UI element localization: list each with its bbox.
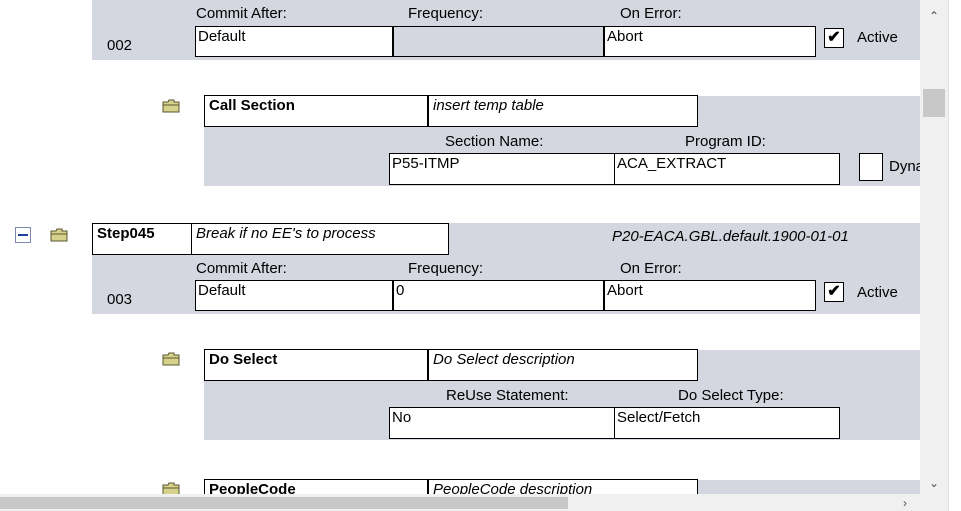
dynamic-checkbox[interactable] xyxy=(859,153,883,181)
commit-after-label: Commit After: xyxy=(196,5,287,22)
active-checkbox[interactable]: ✔ xyxy=(824,282,844,302)
action-description-field[interactable]: Do Select description xyxy=(428,349,698,381)
frequency-label: Frequency: xyxy=(408,260,484,277)
window-edge xyxy=(948,0,961,511)
active-label: Active xyxy=(857,29,898,46)
reuse-statement-label: ReUse Statement: xyxy=(446,387,569,404)
folder-icon xyxy=(162,99,180,113)
folder-icon xyxy=(162,482,180,494)
active-checkbox[interactable]: ✔ xyxy=(824,28,844,48)
step-sequence: 003 xyxy=(107,291,133,308)
reuse-statement-field[interactable]: No xyxy=(389,407,615,439)
program-flow-view: Commit After: Frequency: On Error: 002 D… xyxy=(15,0,920,494)
step-description-field[interactable]: Break if no EE's to process xyxy=(191,223,449,255)
on-error-label: On Error: xyxy=(620,260,682,277)
do-select-type-field[interactable]: Select/Fetch xyxy=(614,407,840,439)
folder-icon xyxy=(162,352,180,366)
active-label: Active xyxy=(857,284,898,301)
scroll-up-icon[interactable]: ⌃ xyxy=(929,9,940,23)
on-error-field[interactable]: Abort xyxy=(604,26,816,57)
vertical-scrollbar-thumb[interactable] xyxy=(923,89,945,117)
section-name-label: Section Name: xyxy=(445,133,544,150)
scroll-right-icon[interactable]: › xyxy=(903,496,907,510)
commit-after-field[interactable]: Default xyxy=(195,26,393,57)
program-id-field[interactable]: ACA_EXTRACT xyxy=(614,153,840,185)
dynamic-label: Dyna xyxy=(889,158,920,175)
action-description-field[interactable]: PeopleCode description xyxy=(428,479,698,494)
scrollbar-corner xyxy=(920,494,948,511)
on-error-field[interactable]: Abort xyxy=(604,280,816,311)
on-error-label: On Error: xyxy=(620,5,682,22)
frequency-field[interactable] xyxy=(393,26,604,57)
action-type-field[interactable]: Call Section xyxy=(204,95,428,127)
commit-after-label: Commit After: xyxy=(196,260,287,277)
minus-icon[interactable] xyxy=(15,227,31,243)
frequency-field[interactable]: 0 xyxy=(393,280,604,311)
scroll-down-icon[interactable]: ⌄ xyxy=(929,476,940,490)
section-name-field[interactable]: P55-ITMP xyxy=(389,153,615,185)
action-description-field[interactable]: insert temp table xyxy=(428,95,698,127)
frequency-label: Frequency: xyxy=(408,5,484,22)
program-id-label: Program ID: xyxy=(685,133,766,150)
commit-after-field[interactable]: Default xyxy=(195,280,393,311)
step-name-field[interactable]: Step045 xyxy=(92,223,192,255)
action-type-field[interactable]: PeopleCode xyxy=(204,479,428,494)
folder-icon xyxy=(50,228,68,242)
market-info: P20-EACA.GBL.default.1900-01-01 xyxy=(612,228,849,245)
action-type-field[interactable]: Do Select xyxy=(204,349,428,381)
do-select-type-label: Do Select Type: xyxy=(678,387,784,404)
vertical-scrollbar[interactable] xyxy=(920,0,948,494)
step-sequence: 002 xyxy=(107,37,133,54)
horizontal-scrollbar-thumb[interactable] xyxy=(0,497,568,509)
